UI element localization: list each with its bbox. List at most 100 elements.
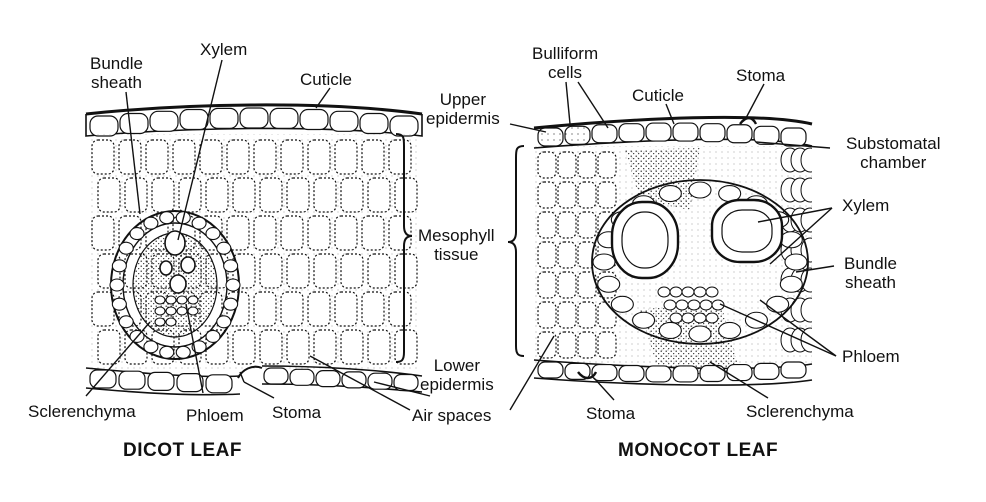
monocot-bulliform-cells-label: Bulliform cells xyxy=(532,44,599,82)
cell xyxy=(699,299,713,311)
monocot-vascular-bundle xyxy=(591,179,809,345)
cell xyxy=(577,181,597,209)
cell xyxy=(307,291,331,327)
cell xyxy=(151,177,175,213)
cell xyxy=(334,291,358,327)
cell xyxy=(299,108,329,131)
cell xyxy=(159,345,175,359)
cell xyxy=(111,297,127,311)
cell xyxy=(367,329,391,365)
cell xyxy=(313,329,337,365)
cell xyxy=(591,363,618,382)
cell xyxy=(253,215,277,251)
cell xyxy=(592,253,616,271)
cell xyxy=(577,271,597,299)
cell xyxy=(145,139,169,175)
cell xyxy=(766,295,790,313)
cell xyxy=(681,286,695,298)
dicot-sclerenchyma-label: Sclerenchyma xyxy=(28,402,136,421)
cell xyxy=(313,177,337,213)
cell xyxy=(537,331,557,359)
cell xyxy=(91,139,115,175)
cell xyxy=(111,259,127,273)
cell xyxy=(610,295,634,313)
cell xyxy=(597,331,617,359)
cell xyxy=(388,139,412,175)
dicot-leaf-drawing xyxy=(85,103,423,396)
monocot-substomatal-chamber-label: Substomatal chamber xyxy=(846,134,941,172)
cell xyxy=(800,297,812,323)
cell xyxy=(784,253,808,271)
cell xyxy=(313,253,337,289)
cell xyxy=(557,211,577,239)
cell xyxy=(597,151,617,179)
cell xyxy=(800,207,812,233)
cell xyxy=(154,295,166,305)
lower-epidermis-label: Lower epidermis xyxy=(420,356,494,394)
cell xyxy=(259,253,283,289)
cell xyxy=(269,107,299,129)
dicot-cuticle xyxy=(85,103,423,116)
cell xyxy=(187,306,199,316)
cell xyxy=(216,241,232,255)
cell xyxy=(726,363,753,382)
cell xyxy=(179,108,209,131)
cell xyxy=(329,110,359,132)
cell xyxy=(232,177,256,213)
cell xyxy=(693,312,707,324)
cell xyxy=(315,370,341,388)
cell xyxy=(361,139,385,175)
cell xyxy=(361,291,385,327)
cell xyxy=(688,325,712,343)
cell xyxy=(389,115,419,137)
cell xyxy=(209,107,239,129)
cell xyxy=(205,227,221,241)
cell xyxy=(340,329,364,365)
cell xyxy=(557,181,577,209)
cell xyxy=(711,299,725,311)
cell xyxy=(89,369,117,389)
cell xyxy=(280,291,304,327)
cell xyxy=(800,267,812,293)
cell xyxy=(780,127,807,147)
cell xyxy=(205,177,229,213)
cell xyxy=(286,177,310,213)
cell xyxy=(172,139,196,175)
cell xyxy=(165,306,177,316)
cell xyxy=(367,253,391,289)
cell xyxy=(705,312,719,324)
cell xyxy=(91,291,115,327)
cell xyxy=(557,301,577,329)
cell xyxy=(97,329,121,365)
cell xyxy=(225,278,241,292)
cell xyxy=(367,372,393,390)
cell xyxy=(537,361,564,379)
cell xyxy=(118,241,134,255)
cell xyxy=(718,321,742,340)
dicot-cuticle-label: Cuticle xyxy=(300,70,352,89)
cell xyxy=(119,112,149,135)
mesophyll-tissue-label: Mesophyll tissue xyxy=(418,226,495,264)
cell xyxy=(672,365,699,383)
dicot-vascular-bundle xyxy=(109,210,241,360)
dicot-xylem-label: Xylem xyxy=(200,40,248,59)
dicot-stoma-label: Stoma xyxy=(272,403,322,422)
monocot-caption: MONOCOT LEAF xyxy=(618,440,779,461)
cell xyxy=(753,125,780,145)
cell xyxy=(178,177,202,213)
cell xyxy=(669,286,683,298)
cell xyxy=(223,259,239,273)
cell xyxy=(780,361,807,379)
cell xyxy=(187,295,199,305)
cell xyxy=(226,215,250,251)
cell xyxy=(263,367,289,385)
monocot-phloem-label: Phloem xyxy=(842,347,900,366)
cell xyxy=(118,370,146,390)
cell xyxy=(658,184,682,203)
cell xyxy=(205,329,221,343)
monocot-cuticle-label: Cuticle xyxy=(632,86,684,105)
cell xyxy=(340,177,364,213)
cell xyxy=(191,340,207,354)
cell xyxy=(394,329,418,365)
